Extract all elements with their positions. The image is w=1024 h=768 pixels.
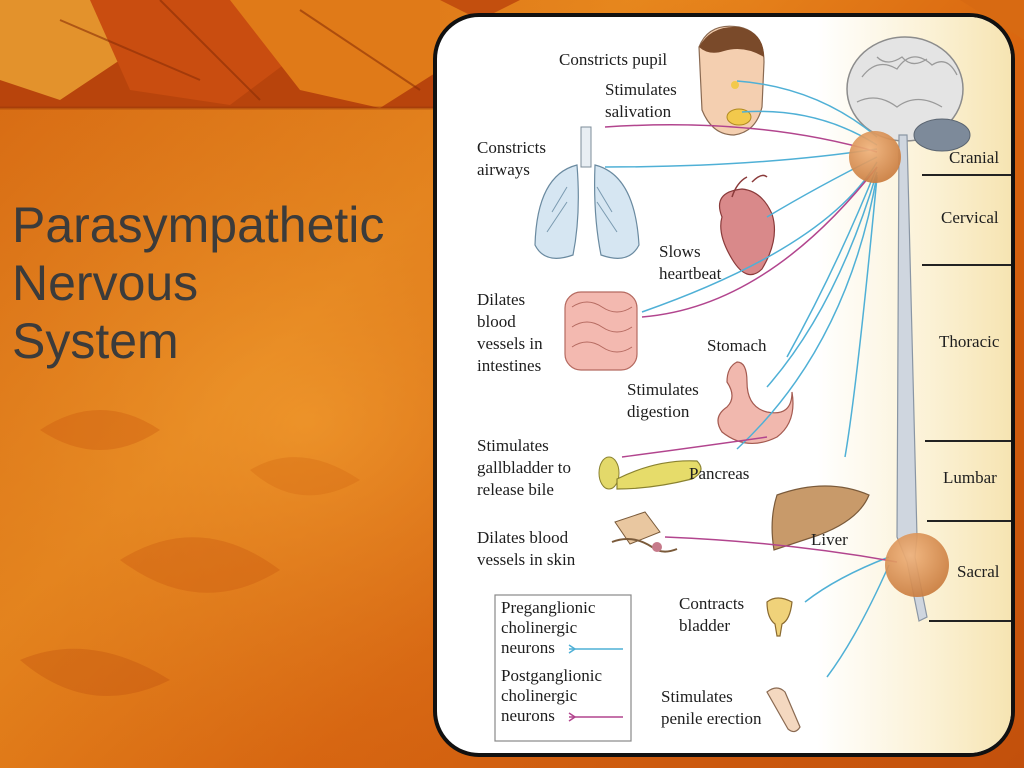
label-constricts-pupil: Constricts pupil: [559, 50, 667, 69]
gallbladder-pancreas-illustration: [598, 456, 702, 490]
segment-thoracic: Thoracic: [939, 332, 1000, 351]
label-airways-1: Constricts: [477, 138, 546, 157]
legend-pre-2: cholinergic: [501, 618, 578, 637]
label-erection-2: penile erection: [661, 709, 762, 728]
stomach-illustration: [717, 361, 794, 444]
segment-sacral: Sacral: [957, 562, 1000, 581]
label-heartbeat-1: Slows: [659, 242, 701, 261]
intestines-illustration: [564, 291, 638, 371]
liver-illustration: [771, 485, 870, 551]
label-gallbladder-1: Stimulates: [477, 436, 549, 455]
label-skin-2: vessels in skin: [477, 550, 576, 569]
label-skin-1: Dilates blood: [477, 528, 569, 547]
label-pancreas: Pancreas: [689, 464, 749, 483]
legend-post-2: cholinergic: [501, 686, 578, 705]
penile-illustration: [766, 687, 801, 733]
title-line-2: Nervous: [12, 255, 199, 311]
label-digestion-2: digestion: [627, 402, 690, 421]
label-intestines-1: Dilates: [477, 290, 525, 309]
slide-title: Parasympathetic Nervous System: [12, 196, 384, 370]
cranial-ganglion: [849, 131, 901, 183]
legend-pre-1: Preganglionic: [501, 598, 596, 617]
neuron-legend: Preganglionic cholinergic neurons Postga…: [494, 594, 632, 742]
postganglionic-pathways: [604, 124, 898, 563]
label-airways-2: airways: [477, 160, 530, 179]
parasympathetic-diagram: Cranial Cervical Thoracic Lumbar Sacral: [477, 17, 1011, 753]
face-illustration: [698, 25, 765, 136]
label-stomach: Stomach: [707, 336, 767, 355]
segment-lumbar: Lumbar: [943, 468, 997, 487]
bladder-illustration: [766, 597, 793, 637]
skin-illustration: [611, 511, 678, 553]
label-salivation-2: salivation: [605, 102, 672, 121]
label-intestines-2: blood: [477, 312, 516, 331]
segment-dividers: [922, 174, 1011, 622]
label-digestion-1: Stimulates: [627, 380, 699, 399]
diagram-panel: Cranial Cervical Thoracic Lumbar Sacral: [433, 13, 1015, 757]
sacral-ganglion: [885, 533, 949, 597]
label-gallbladder-2: gallbladder to: [477, 458, 571, 477]
segment-cervical: Cervical: [941, 208, 999, 227]
label-intestines-3: vessels in: [477, 334, 543, 353]
label-erection-1: Stimulates: [661, 687, 733, 706]
label-gallbladder-3: release bile: [477, 480, 554, 499]
label-liver: Liver: [811, 530, 848, 549]
title-line-1: Parasympathetic: [12, 197, 385, 253]
heart-illustration: [718, 174, 775, 276]
legend-pre-3: neurons: [501, 638, 555, 657]
legend-post-1: Postganglionic: [501, 666, 603, 685]
lungs-illustration: [534, 126, 640, 259]
title-line-3: System: [12, 313, 179, 369]
label-heartbeat-2: heartbeat: [659, 264, 722, 283]
legend-post-3: neurons: [501, 706, 555, 725]
label-bladder-1: Contracts: [679, 594, 744, 613]
segment-cranial: Cranial: [949, 148, 999, 167]
label-salivation-1: Stimulates: [605, 80, 677, 99]
label-intestines-4: intestines: [477, 356, 541, 375]
label-bladder-2: bladder: [679, 616, 730, 635]
